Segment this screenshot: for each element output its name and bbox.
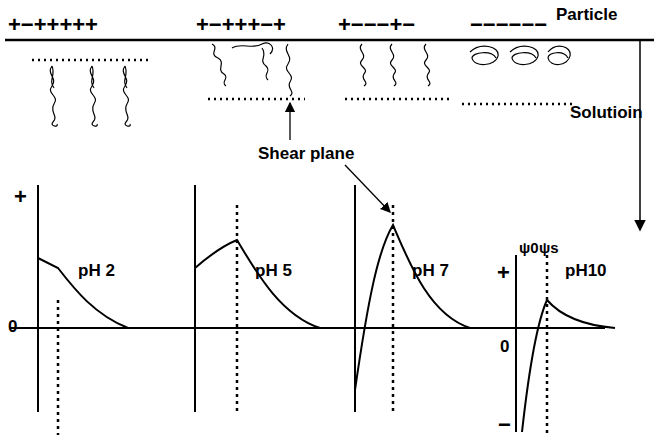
curve-label: pH 2 [78,262,115,279]
axis-sign: + [497,262,510,284]
curve-label: pH 7 [412,262,449,279]
potential-symbol: ψ0 [519,240,539,255]
charge-row: +−+++++ [8,14,98,36]
charge-row: +−+++−+ [196,14,286,36]
curve-label: pH10 [565,262,607,279]
panel-title: Particle [556,6,617,23]
potential-symbol: ψs [539,240,559,255]
charge-row: +−−−+− [338,14,415,36]
panel-title: Solutioin [570,104,643,121]
callout-label: Shear plane [258,145,354,162]
axis-sign: − [498,414,511,436]
curve-label: pH 5 [255,262,292,279]
axis-label: 0 [500,338,509,355]
charge-row: −−−−−− [470,14,547,36]
axis-label: 0 [8,318,17,335]
axis-sign: + [14,186,27,208]
